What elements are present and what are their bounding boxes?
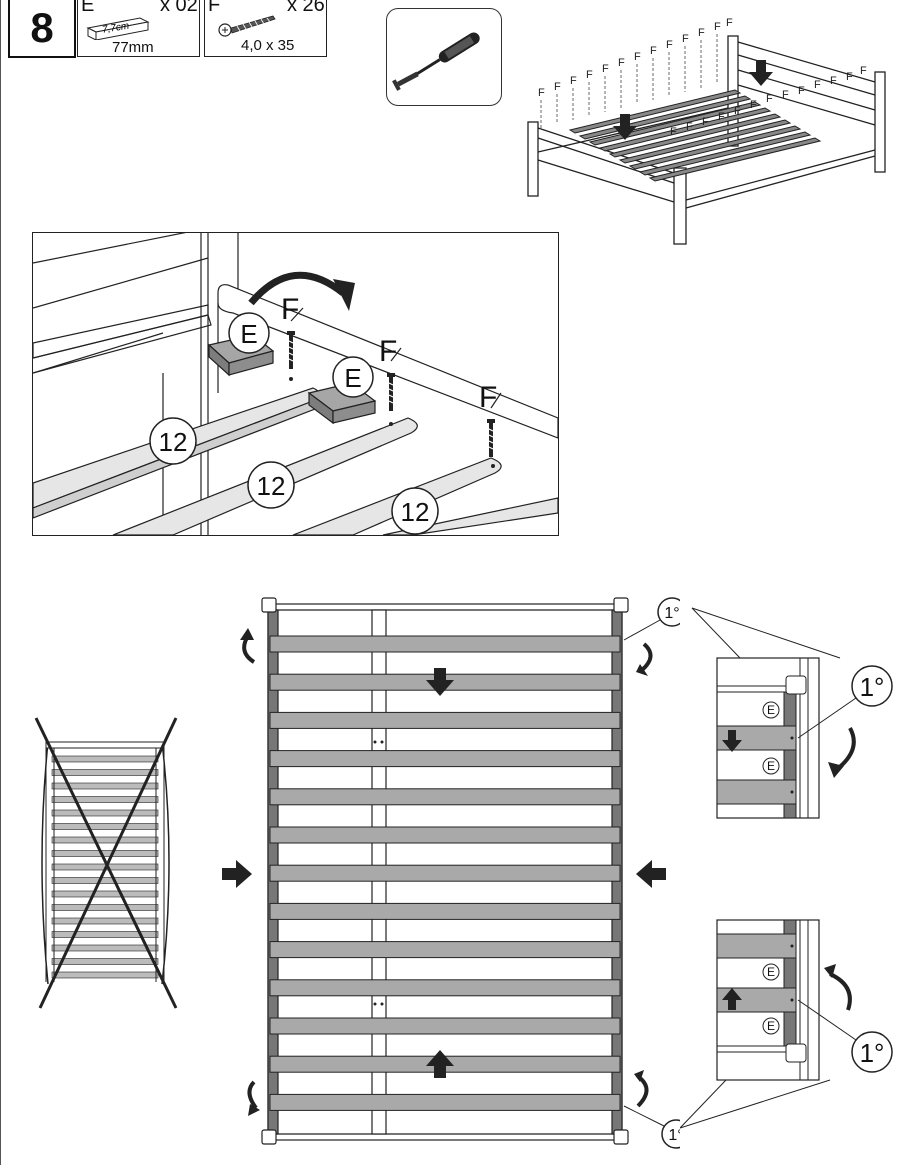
wrong-frame-slat [51, 904, 159, 911]
wrong-frame-slat [51, 850, 159, 857]
overview-f-label: F [554, 81, 561, 93]
zoom-e-label: E [767, 759, 775, 773]
wood-block-icon: 7,7cm [86, 17, 150, 40]
part-f-qty: x 26 [287, 0, 325, 16]
overview-f-label: F [570, 75, 577, 87]
overview-f-label: F [782, 89, 789, 101]
overview-f-label: F [766, 93, 773, 105]
overview-f-label: F [750, 99, 757, 111]
detail-slat-label: 12 [401, 497, 430, 527]
part-e-box: E x 02 7,7cm 77mm [77, 0, 200, 57]
overview-f-label: F [734, 105, 741, 117]
slat-frame-plan: 1° 1° [222, 597, 680, 1149]
overview-f-label: F [618, 57, 625, 69]
overview-f-label: F [702, 116, 709, 128]
zoom-e-label: E [767, 703, 775, 717]
wrong-frame-slat [51, 890, 159, 898]
wrong-frame-slat [51, 782, 159, 790]
zoom-e-label: E [767, 1019, 775, 1033]
detail-slat-label: 12 [159, 427, 188, 457]
plan-slat [269, 1017, 621, 1035]
wrong-frame-slat [51, 931, 159, 938]
detail-f-label: F [379, 335, 397, 368]
detail-f-label: F [281, 293, 299, 326]
overview-f-label: F [860, 65, 867, 77]
bottom-corner-zoom: E E 1° [680, 919, 893, 1129]
overview-f-label: F [726, 17, 733, 29]
incorrect-bowed-frame-illustration [34, 717, 178, 1009]
overview-f-label: F [538, 87, 545, 99]
wrong-frame-slat [51, 877, 159, 884]
wrong-frame-slat [51, 971, 159, 979]
overview-f-label: F [714, 21, 721, 33]
plan-slat [269, 902, 621, 920]
overview-f-label: F [814, 79, 821, 91]
part-f-box: F x 26 4,0 x 35 [204, 0, 327, 57]
wrong-frame-slat [51, 823, 159, 830]
overview-f-label: F [670, 126, 677, 138]
plan-slat [269, 750, 621, 768]
overview-f-label: F [650, 45, 657, 57]
top-corner-zoom: E E 1° [691, 607, 893, 819]
detail-f-label: F [479, 381, 497, 414]
plan-slat [269, 979, 621, 997]
wrong-frame-slat [51, 809, 159, 817]
part-e-letter: E [81, 0, 95, 16]
overview-f-label: F [666, 39, 673, 51]
part-e-inner-label: 7,7cm [101, 21, 130, 36]
wrong-frame-slat [51, 755, 159, 763]
overview-f-label: F [682, 33, 689, 45]
overview-f-label: F [686, 121, 693, 133]
overview-f-label: F [634, 51, 641, 63]
part-f-dimension: 4,0 x 35 [241, 37, 295, 54]
zoom-corner-label: 1° [860, 672, 885, 702]
screwdriver-icon [392, 32, 480, 91]
wrong-frame-slat [51, 958, 159, 965]
page-left-rule [0, 0, 1, 1165]
zoom-corner-label: 1° [860, 1038, 885, 1068]
part-e-qty: x 02 [160, 0, 198, 16]
plan-slat [269, 788, 621, 806]
detail-e-label: E [344, 363, 361, 393]
overview-f-label: F [602, 63, 609, 75]
plan-slat [269, 826, 621, 844]
overview-f-label: F [846, 71, 853, 83]
wrong-frame-slat [51, 769, 159, 776]
step-number: 8 [8, 0, 76, 58]
wrong-frame-slat [51, 796, 159, 803]
wrong-frame-slat [51, 917, 159, 925]
overview-f-label: F [698, 27, 705, 39]
wrong-frame-slat [51, 944, 159, 952]
overview-f-label: F [718, 111, 725, 123]
screw-icon [218, 15, 276, 37]
part-e-dimension: 77mm [112, 39, 154, 56]
zoom-e-label: E [767, 965, 775, 979]
detail-view: F F F E E 12 12 12 [32, 232, 559, 536]
plan-corner-label: 1° [664, 605, 679, 622]
part-f-letter: F [208, 0, 221, 16]
overview-f-label: F [830, 75, 837, 87]
overview-f-label: F [798, 85, 805, 97]
plan-slat [269, 941, 621, 959]
bed-overview-illustration: F F F F F F F F F F F F F F F F F F F F … [527, 17, 886, 245]
plan-corner-label: 1° [668, 1127, 680, 1144]
detail-e-label: E [240, 319, 257, 349]
detail-slat-label: 12 [257, 471, 286, 501]
plan-slat [269, 864, 621, 882]
plan-slat [269, 635, 621, 653]
plan-slat [269, 711, 621, 729]
plan-slat [269, 1093, 621, 1111]
tool-box [386, 8, 502, 106]
wrong-frame-slat [51, 836, 159, 844]
overview-f-label: F [586, 69, 593, 81]
